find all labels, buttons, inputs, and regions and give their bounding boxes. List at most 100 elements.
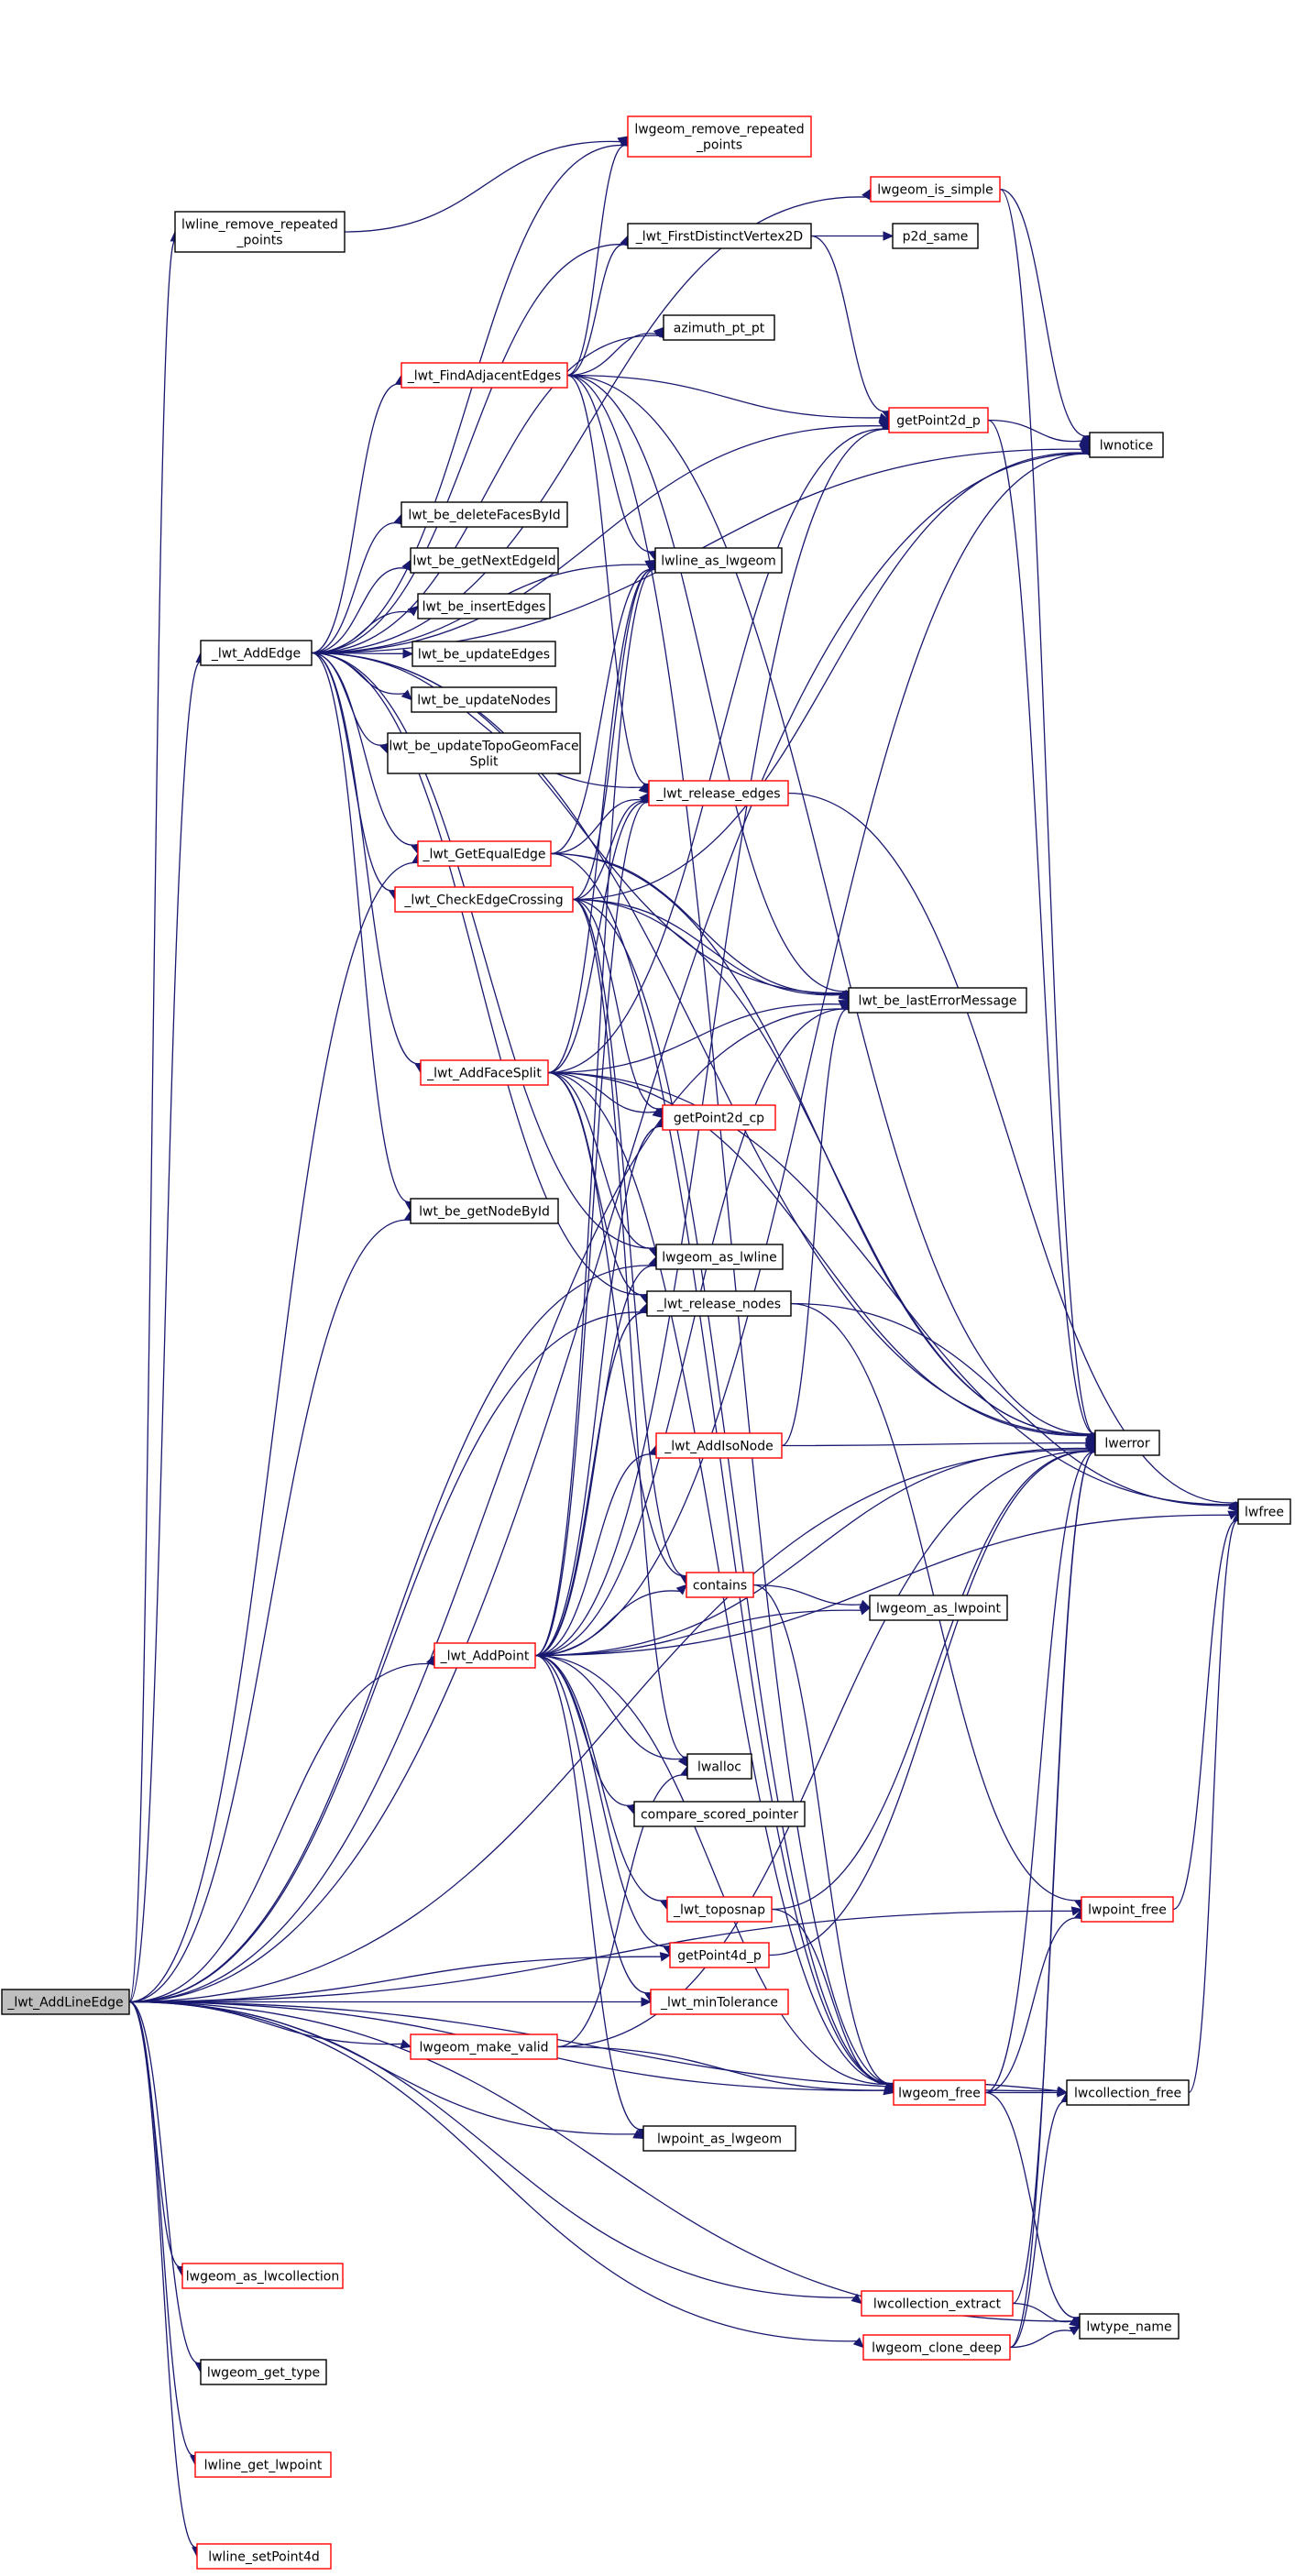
edge-line — [999, 188, 1089, 437]
node-min-tolerance[interactable]: _lwt_minTolerance — [650, 1989, 789, 2015]
node-label: lwgeom_make_valid — [419, 2041, 548, 2055]
node-get-node-by-id[interactable]: lwt_be_getNodeById — [410, 1198, 559, 1224]
node-release-nodes[interactable]: _lwt_release_nodes — [646, 1290, 792, 1317]
node-lwcollection-extract[interactable]: lwcollection_extract — [861, 2290, 1014, 2317]
node-box — [387, 732, 581, 774]
edge-line — [534, 1125, 662, 1657]
edge-find-adjacent-edges-to-last-error-message — [566, 374, 851, 1002]
edge-line — [128, 1311, 644, 2003]
edge-toposnap-to-lwgeom-free — [771, 1908, 895, 2094]
node-get-next-edge-id[interactable]: lwt_be_getNextEdgeId — [410, 547, 559, 574]
node-check-edge-crossing[interactable]: _lwt_CheckEdgeCrossing — [394, 886, 574, 913]
node-update-nodes[interactable]: lwt_be_updateNodes — [411, 686, 557, 713]
node-box — [1066, 2079, 1190, 2106]
node-lwgeom-as-lwcollection[interactable]: lwgeom_as_lwcollection — [181, 2263, 344, 2289]
edge-line — [311, 652, 385, 746]
node-get-point4d-p[interactable]: getPoint4d_p — [669, 1942, 770, 1968]
node-lwgeom-remove-repeated-points[interactable]: lwgeom_remove_repeated_points — [627, 115, 812, 158]
node-get-equal-edge[interactable]: _lwt_GetEqualEdge — [417, 840, 552, 867]
node-lwgeom-clone-deep[interactable]: lwgeom_clone_deep — [862, 2334, 1011, 2361]
node-lwgeom-free[interactable]: lwgeom_free — [893, 2079, 986, 2106]
node-get-point2d-cp[interactable]: getPoint2d_cp — [662, 1104, 776, 1131]
node-insert-edges[interactable]: lwt_be_insertEdges — [417, 593, 551, 619]
node-box — [633, 1801, 806, 1827]
node-lwline-get-lwpoint[interactable]: lwline_get_lwpoint — [194, 2451, 332, 2478]
node-box — [410, 547, 559, 574]
node-lwtype-name[interactable]: lwtype_name — [1079, 2313, 1180, 2340]
node-lwcollection-free[interactable]: lwcollection_free — [1066, 2079, 1190, 2106]
node-label: _lwt_AddLineEdge — [6, 1996, 123, 2011]
node-label: lwgeom_remove_repeated — [634, 123, 804, 137]
node-toposnap[interactable]: _lwt_toposnap — [666, 1896, 773, 1923]
node-lwfree[interactable]: lwfree — [1237, 1498, 1291, 1525]
node-lwline-remove-repeated-points[interactable]: lwline_remove_repeated_points — [174, 211, 346, 253]
node-label: _lwt_AddIsoNode — [664, 1440, 773, 1454]
node-find-adjacent-edges[interactable]: _lwt_FindAdjacentEdges — [401, 362, 568, 389]
node-lwgeom-as-lwline[interactable]: lwgeom_as_lwline — [655, 1244, 784, 1270]
node-contains[interactable]: contains — [686, 1572, 754, 1598]
node-release-edges[interactable]: _lwt_release_edges — [648, 780, 789, 806]
node-box — [410, 1198, 559, 1224]
node-delete-faces-by-id[interactable]: lwt_be_deleteFacesById — [401, 501, 568, 528]
node-first-distinct-vertex2-d[interactable]: _lwt_FirstDistinctVertex2D — [627, 223, 812, 249]
node-lwline-set-point4d[interactable]: lwline_setPoint4d — [196, 2543, 332, 2570]
node-last-error-message[interactable]: lwt_be_lastErrorMessage — [848, 987, 1027, 1014]
edge-line — [311, 244, 625, 654]
edge-line — [311, 196, 866, 654]
node-get-point2d-p[interactable]: getPoint2d_p — [888, 407, 989, 433]
edge-line — [311, 144, 626, 654]
node-lwalloc[interactable]: lwalloc — [686, 1753, 752, 1780]
node-lwgeom-make-valid[interactable]: lwgeom_make_valid — [410, 2033, 558, 2060]
edge-add-line-edge-to-get-node-by-id — [128, 1210, 414, 2003]
node-box — [200, 2359, 327, 2385]
node-update-edges[interactable]: lwt_be_updateEdges — [412, 641, 556, 667]
node-compare-scored-pointer[interactable]: compare_scored_pointer — [633, 1801, 806, 1827]
edge-line — [1009, 2329, 1072, 2349]
edge-add-line-edge-to-min-tolerance — [128, 1997, 653, 2007]
node-box — [1237, 1498, 1291, 1525]
node-label: getPoint4d_p — [677, 1949, 762, 1964]
node-add-iso-node[interactable]: _lwt_AddIsoNode — [655, 1432, 783, 1459]
node-p2d-same[interactable]: p2d_same — [892, 223, 979, 249]
node-add-point[interactable]: _lwt_AddPoint — [433, 1642, 536, 1669]
edge-line — [311, 652, 411, 1203]
edge-line — [1009, 2100, 1067, 2349]
edge-line — [311, 522, 400, 654]
edge-line — [566, 374, 894, 2085]
node-lwpoint-free[interactable]: lwpoint_free — [1081, 1896, 1174, 1923]
edge-toposnap-to-lwerror — [771, 1441, 1097, 1911]
node-azimuth-pt-pt[interactable]: azimuth_pt_pt — [663, 314, 775, 341]
node-label: _lwt_release_nodes — [656, 1298, 781, 1312]
edge-add-iso-node-to-lwerror — [781, 1438, 1097, 1448]
node-lwpoint-as-lwgeom[interactable]: lwpoint_as_lwgeom — [642, 2125, 796, 2152]
edge-check-edge-crossing-to-lwnotice — [572, 444, 1091, 901]
node-add-edge[interactable]: _lwt_AddEdge — [200, 640, 313, 666]
node-add-line-edge[interactable]: _lwt_AddLineEdge — [1, 1989, 130, 2015]
node-box — [1, 1989, 130, 2015]
node-label: lwline_setPoint4d — [208, 2550, 320, 2565]
edge-line — [572, 568, 654, 901]
edge-line — [566, 374, 1093, 1435]
node-lwgeom-is-simple[interactable]: lwgeom_is_simple — [870, 176, 1001, 203]
edge-add-line-edge-to-lwnotice — [128, 444, 1092, 2003]
node-lwnotice[interactable]: lwnotice — [1089, 432, 1164, 458]
edge-line — [344, 140, 620, 233]
edge-line — [547, 801, 648, 1074]
edge-line — [752, 1584, 862, 1606]
node-lwerror[interactable]: lwerror — [1094, 1430, 1160, 1456]
node-lwline-as-lwgeom[interactable]: lwline_as_lwgeom — [654, 547, 783, 574]
node-lwgeom-as-lwpoint[interactable]: lwgeom_as_lwpoint — [869, 1595, 1008, 1621]
edge-arrowhead — [1227, 1501, 1239, 1513]
node-add-face-split[interactable]: _lwt_AddFaceSplit — [420, 1059, 549, 1086]
edge-line — [790, 1302, 1232, 1507]
edge-add-edge-to-last-error-message — [311, 652, 850, 1002]
edge-lwcollection-extract-to-lwerror — [1012, 1441, 1100, 2305]
node-lwgeom-get-type[interactable]: lwgeom_get_type — [200, 2359, 327, 2385]
node-label: contains — [693, 1579, 747, 1594]
node-box — [394, 886, 574, 913]
edge-first-distinct-vertex2-d-to-get-point2d-p — [810, 235, 892, 422]
edge-arrowhead — [652, 1107, 664, 1119]
edge-line — [572, 898, 662, 1110]
edge-add-point-to-lwgeom-free — [534, 1654, 894, 2094]
